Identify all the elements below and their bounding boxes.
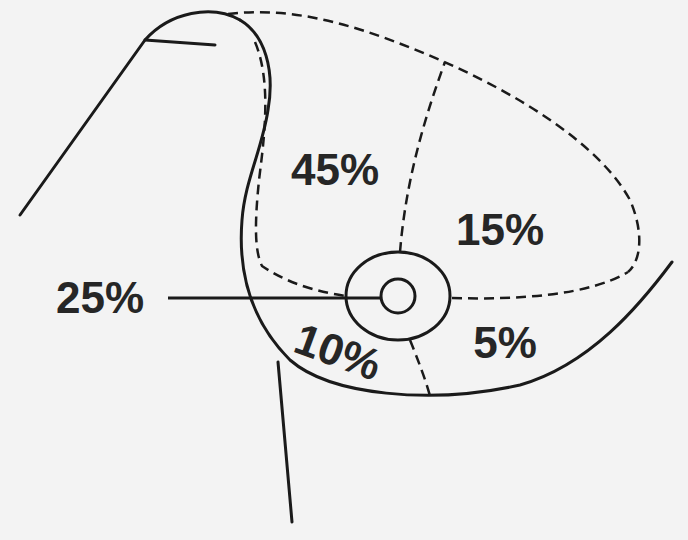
breast-outline: [240, 20, 672, 395]
quadrant-divider: [400, 62, 445, 252]
chest-wall-line: [278, 362, 292, 522]
arm-fold-line: [145, 40, 215, 45]
percentage-label: 5%: [473, 321, 537, 365]
percentage-label: 10%: [289, 316, 387, 387]
nipple: [381, 279, 415, 313]
percentage-label: 25%: [56, 276, 144, 320]
quadrant-divider: [410, 340, 430, 396]
percentage-label: 45%: [291, 148, 379, 192]
shoulder-outline: [20, 12, 240, 215]
tissue-boundary: [228, 12, 639, 272]
areola: [346, 252, 450, 340]
quadrant-divider: [452, 272, 628, 298]
leader-line: [168, 297, 381, 300]
percentage-label: 15%: [456, 208, 544, 252]
